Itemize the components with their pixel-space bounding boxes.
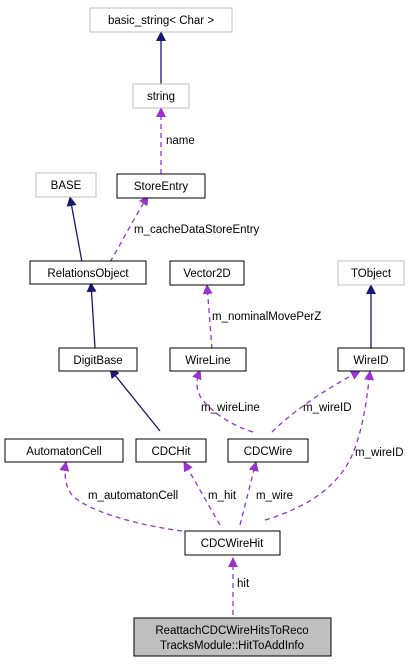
edge-relations-object-to-store-entry [109,195,149,263]
edge-label-wire-line: m_wireLine [201,402,260,414]
node-string[interactable]: string [132,83,190,109]
edge-cdcwirehit-to-cdcwire [239,461,259,526]
node-base[interactable]: BASE [35,172,97,198]
edge-label-hit: m_hit [208,490,237,502]
node-wire-line[interactable]: WireLine [169,347,247,372]
node-label-line2: TracksModule::HitToAddInfo [160,640,304,652]
node-cdchit[interactable]: CDCHit [135,438,207,463]
edge-label-nominal-move-per-z: m_nominalMovePerZ [212,311,321,323]
node-label: string [147,91,175,103]
edge-label-automaton-cell: m_automatonCell [88,490,178,502]
node-vector2d[interactable]: Vector2D [169,260,245,286]
edge-label-wire-id-from-cdcwire: m_wireID [303,402,352,414]
node-label: RelationsObject [47,268,129,280]
edge-cdcwirehit-to-cdchit [183,461,221,526]
node-label: BASE [51,180,82,192]
node-label: CDCWire [244,446,293,458]
node-label: WireLine [185,355,230,367]
node-wire-id[interactable]: WireID [337,347,405,372]
edge-cdcwire-to-wireline [192,369,254,433]
node-cdcwire[interactable]: CDCWire [227,438,309,463]
edge-cdcwire-to-wireid [271,370,361,433]
edge-cdcwirehit-to-wireid [264,370,375,521]
node-basic-string[interactable]: basic_string< Char > [89,7,233,33]
node-store-entry[interactable]: StoreEntry [116,173,206,199]
node-label: CDCHit [152,446,192,458]
node-tobject[interactable]: TObject [337,260,405,286]
node-label: DigitBase [73,355,122,367]
edge-label-name: name [166,135,195,147]
node-digit-base[interactable]: DigitBase [58,347,138,372]
node-automaton-cell[interactable]: AutomatonCell [4,438,124,463]
node-label: WireID [353,355,388,367]
node-label: StoreEntry [134,181,189,193]
edge-cdchit-to-digit-base [109,368,161,432]
edge-wireline-to-vector2d [202,284,213,350]
node-label: CDCWireHit [201,538,264,550]
node-hit-to-add-info[interactable]: ReattachCDCWireHitsToReco TracksModule::… [133,617,332,657]
node-relations-object[interactable]: RelationsObject [29,260,147,285]
node-cdc-wire-hit[interactable]: CDCWireHit [184,530,281,556]
edge-label-wire-id-from-wirehit: m_wireID [355,447,404,459]
node-label: TObject [351,268,392,280]
edge-cdcwirehit-to-automaton-cell [59,461,201,534]
node-label-line1: ReattachCDCWireHitsToReco [155,625,308,637]
node-label: AutomatonCell [26,446,101,458]
node-label: basic_string< Char > [108,15,214,27]
edge-label-cache-data-store-entry: m_cacheDataStoreEntry [134,224,260,236]
edge-digit-base-to-relations-object [86,282,97,349]
edge-relations-object-to-base [66,196,83,263]
edge-label-hit-member: hit [237,578,250,590]
edge-label-wire: m_wire [256,490,293,502]
node-label: Vector2D [183,268,230,280]
